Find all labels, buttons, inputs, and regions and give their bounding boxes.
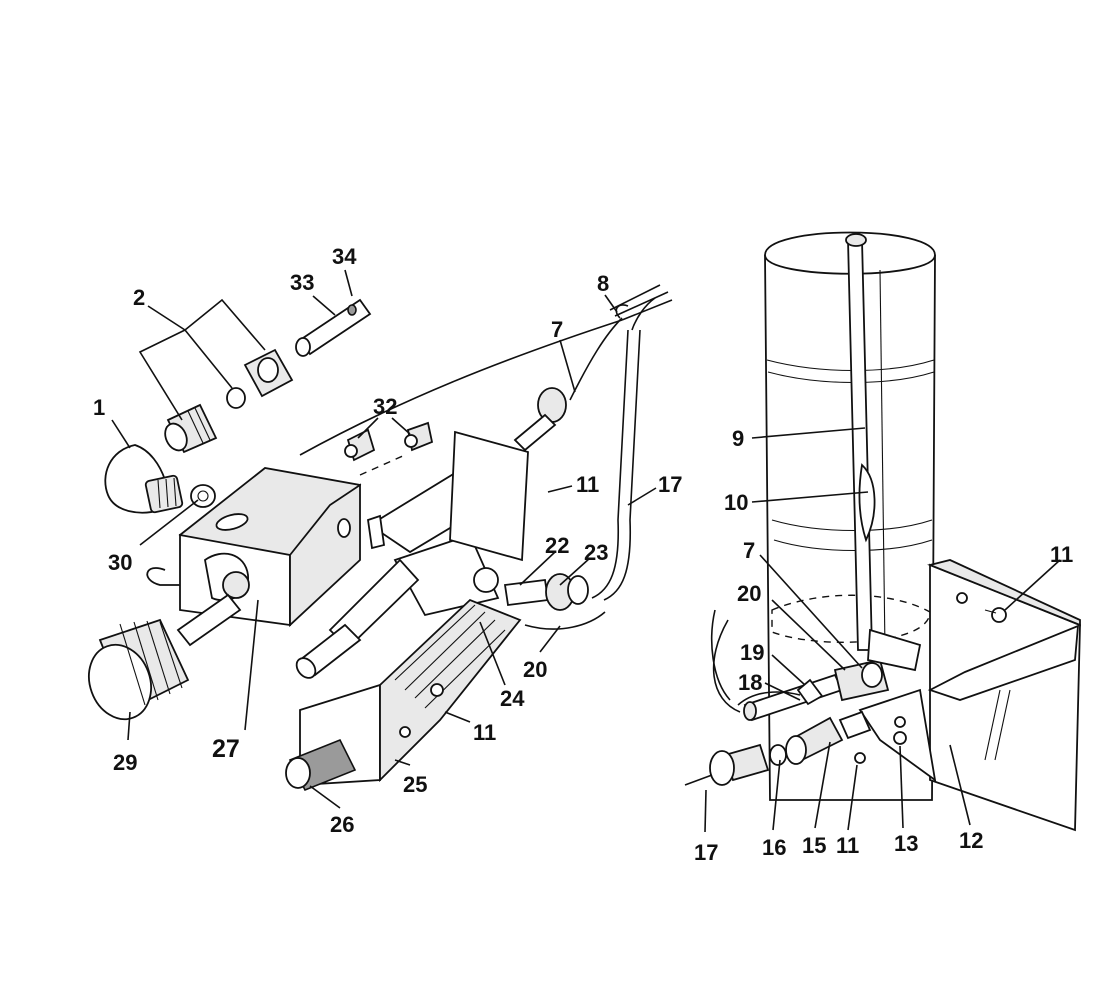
callout-7-right: 7 [743,538,755,563]
callout-32: 32 [373,394,397,419]
callout-17-right: 17 [694,840,718,865]
part-27-valve-body [146,467,362,647]
part-2-fitting [164,348,294,454]
callout-11-bracket: 11 [1050,542,1073,567]
callout-27: 27 [212,735,240,763]
right-assembly [684,231,1081,833]
callout-11-base: 11 [836,833,859,858]
right-leader-lines [704,427,1061,833]
part-25-burner [285,598,522,792]
callout-24: 24 [500,686,525,711]
part-17-tubing-right [684,774,713,786]
callout-12: 12 [959,828,983,853]
callout-19: 19 [740,640,764,665]
callout-11: 11 [576,472,599,497]
callout-26: 26 [330,812,354,837]
part-12-shield [858,559,1081,832]
callout-18: 18 [738,670,762,695]
part-16-fitting [709,743,787,786]
callout-34: 34 [332,244,357,269]
callout-29: 29 [113,750,137,775]
part-33-tube [295,298,372,357]
callout-7: 7 [551,317,563,342]
callout-16: 16 [762,835,786,860]
callout-11-burner: 11 [473,720,496,745]
mounting-plate [449,430,529,562]
callout-30: 30 [108,550,132,575]
part-11-screw [854,752,866,764]
callout-8: 8 [597,271,609,296]
part-20-tube-right [712,619,801,713]
callout-10: 10 [724,490,748,515]
callout-25: 25 [403,772,427,797]
callout-23: 23 [584,540,608,565]
callout-33: 33 [290,270,314,295]
callout-1: 1 [93,395,105,420]
part-15-connector [785,710,872,765]
part-13-screw [893,731,907,745]
callout-17: 17 [658,472,682,497]
part-29-knob [88,618,190,721]
part-30-washer [190,484,216,508]
part-19-pilot-burner [743,628,922,722]
callout-13: 13 [894,831,918,856]
part-20-pilot-tube [524,611,606,630]
part-23-fitting [503,573,589,611]
callout-9: 9 [732,426,744,451]
part-32-orifice [344,421,434,476]
part-7-thermocouple-fitting [513,387,567,452]
part-17-tubing [299,284,673,601]
left-assembly [88,269,673,809]
callout-22: 22 [545,533,569,558]
callout-20: 20 [523,657,547,682]
part-1-elbow [104,444,184,514]
callout-2: 2 [133,285,145,310]
callout-15: 15 [802,833,826,858]
callout-20-right: 20 [737,581,761,606]
callout-labels: 1 2 33 34 8 7 32 11 17 30 22 23 20 24 11… [93,244,1073,865]
left-leader-lines [111,269,657,809]
